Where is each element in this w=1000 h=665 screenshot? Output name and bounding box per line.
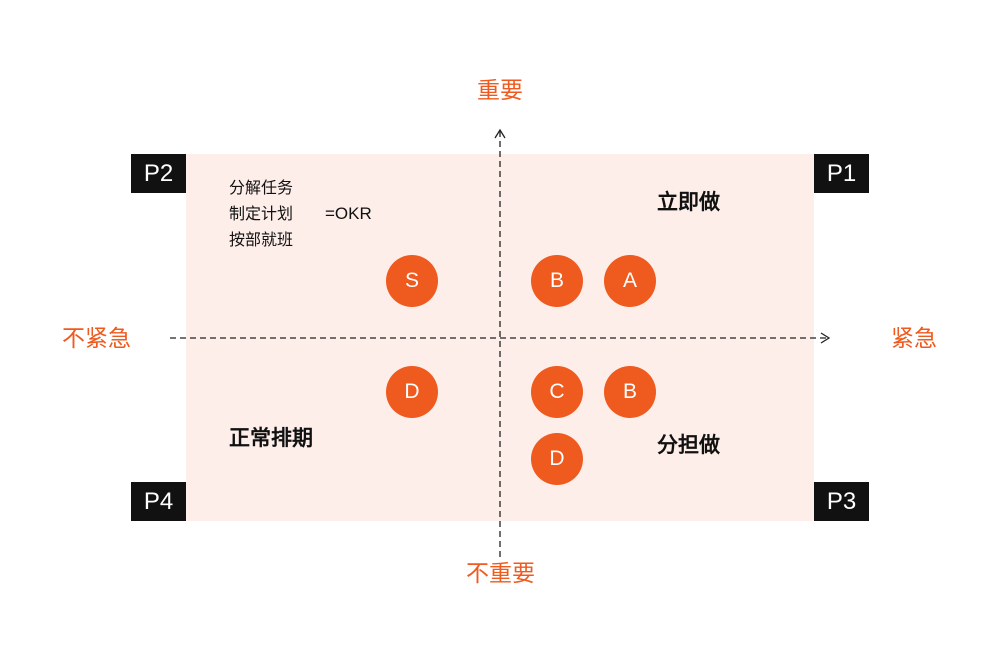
p2-note: 分解任务 制定计划 按部就班 =OKR: [229, 175, 372, 253]
p2-note-line: 按部就班: [229, 230, 294, 249]
action-p4: 正常排期: [229, 426, 313, 450]
tag-p2: P2: [131, 154, 186, 193]
p2-note-line: 分解任务: [229, 178, 294, 197]
action-p1: 立即做: [657, 190, 720, 214]
p2-note-line: 制定计划: [229, 204, 294, 223]
action-p3: 分担做: [657, 433, 720, 457]
task-badge: S: [386, 255, 438, 307]
vertical-axis-arrow-icon: [494, 128, 506, 139]
task-badge: C: [531, 366, 583, 418]
task-badge: B: [531, 255, 583, 307]
task-badge: D: [531, 433, 583, 485]
task-badge: D: [386, 366, 438, 418]
axis-label-urgent: 紧急: [891, 326, 937, 352]
axis-label-important: 重要: [477, 78, 523, 104]
tag-p1: P1: [814, 154, 869, 193]
horizontal-axis-arrow-icon: [820, 332, 831, 344]
tag-p4: P4: [131, 482, 186, 521]
tag-p3: P3: [814, 482, 869, 521]
axis-label-not-urgent: 不紧急: [62, 326, 131, 352]
task-badge: A: [604, 255, 656, 307]
axis-label-not-important: 不重要: [466, 561, 535, 587]
okr-note: =OKR: [325, 204, 372, 223]
task-badge: B: [604, 366, 656, 418]
